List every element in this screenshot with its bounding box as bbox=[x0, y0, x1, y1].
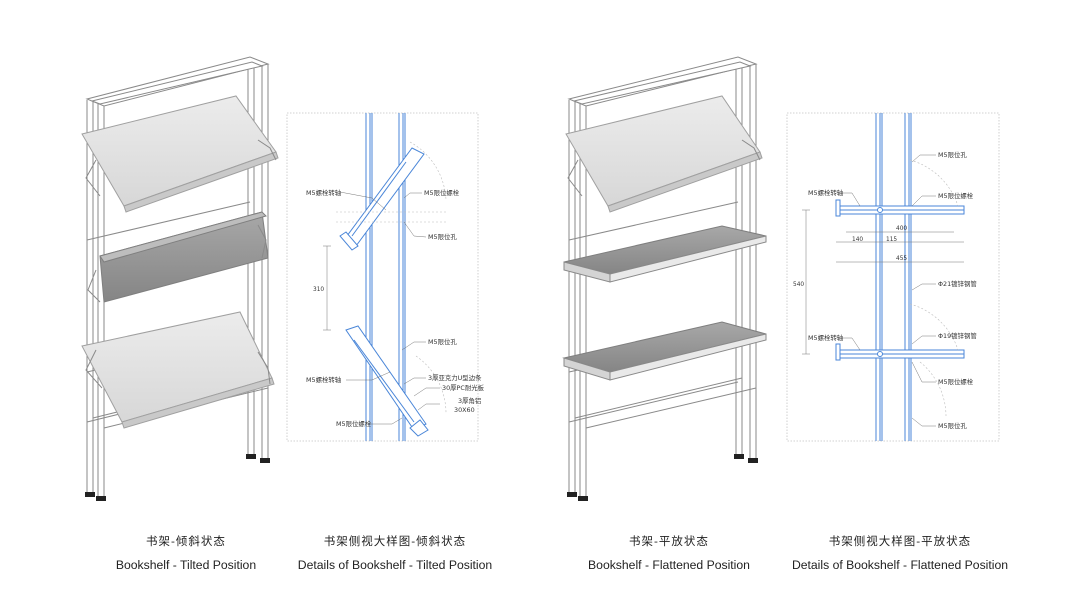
dimension-400: 400 bbox=[896, 226, 907, 232]
caption-en: Bookshelf - Tilted Position bbox=[115, 558, 257, 572]
caption-detail-flat: 书架侧视大样图-平放状态 Details of Bookshelf - Flat… bbox=[790, 533, 1010, 572]
label-flat-m5-pivot-top: M5螺栓转轴 bbox=[808, 188, 843, 197]
label-flat-m5-limit-bolt-top: M5限位螺栓 bbox=[938, 191, 974, 200]
label-tube-19: Φ19镀锌钢管 bbox=[938, 331, 977, 340]
dimension-115: 115 bbox=[886, 237, 897, 243]
label-flat-m5-limit-hole-top: M5限位孔 bbox=[938, 150, 967, 159]
label-flat-m5-limit-hole-bottom: M5限位孔 bbox=[938, 421, 967, 430]
label-angle-aluminum-1: 3厚角铝 bbox=[458, 396, 481, 405]
caption-detail-tilted: 书架侧视大样图-倾斜状态 Details of Bookshelf - Tilt… bbox=[290, 533, 500, 572]
label-angle-aluminum-2: 30X60 bbox=[454, 406, 475, 414]
detail-tilted-frame bbox=[286, 112, 479, 442]
label-flat-m5-limit-bolt-bottom: M5限位螺栓 bbox=[938, 377, 974, 386]
caption-en: Details of Bookshelf - Flattened Positio… bbox=[791, 558, 1009, 572]
caption-cn: 书架侧视大样图-平放状态 bbox=[828, 534, 972, 548]
caption-en: Bookshelf - Flattened Position bbox=[588, 558, 750, 572]
dimension-455: 455 bbox=[896, 256, 907, 262]
dimension-540: 540 bbox=[793, 282, 804, 288]
bookshelf-tilted-illustration bbox=[81, 56, 279, 501]
label-acrylic-strip: 3厚亚克力U型边条 bbox=[428, 373, 482, 382]
bookshelf-flat-illustration bbox=[562, 56, 767, 501]
label-tube-21: Φ21镀锌钢管 bbox=[938, 279, 977, 288]
label-m5-limit-hole-bottom: M5限位孔 bbox=[428, 337, 457, 346]
caption-bookshelf-flat: 书架-平放状态 Bookshelf - Flattened Position bbox=[574, 533, 764, 572]
caption-cn: 书架-倾斜状态 bbox=[146, 534, 226, 548]
label-m5-pivot-top: M5螺栓转轴 bbox=[306, 188, 341, 197]
caption-cn: 书架-平放状态 bbox=[629, 534, 709, 548]
detail-flat-frame bbox=[786, 112, 1000, 442]
label-m5-limit-bolt-top: M5限位螺栓 bbox=[424, 188, 460, 197]
dimension-140: 140 bbox=[852, 237, 863, 243]
label-m5-limit-bolt-bottom: M5限位螺栓 bbox=[336, 419, 372, 428]
label-flat-m5-pivot-bottom: M5螺栓转轴 bbox=[808, 333, 843, 342]
caption-cn: 书架侧视大样图-倾斜状态 bbox=[323, 534, 467, 548]
caption-en: Details of Bookshelf - Tilted Position bbox=[297, 558, 493, 572]
caption-bookshelf-tilted: 书架-倾斜状态 Bookshelf - Tilted Position bbox=[96, 533, 276, 572]
label-m5-limit-hole-top: M5限位孔 bbox=[428, 232, 457, 241]
label-pc-board: 30厚PC耐光板 bbox=[442, 383, 485, 392]
label-m5-pivot-bottom: M5螺栓转轴 bbox=[306, 375, 341, 384]
dimension-310: 310 bbox=[313, 287, 324, 293]
